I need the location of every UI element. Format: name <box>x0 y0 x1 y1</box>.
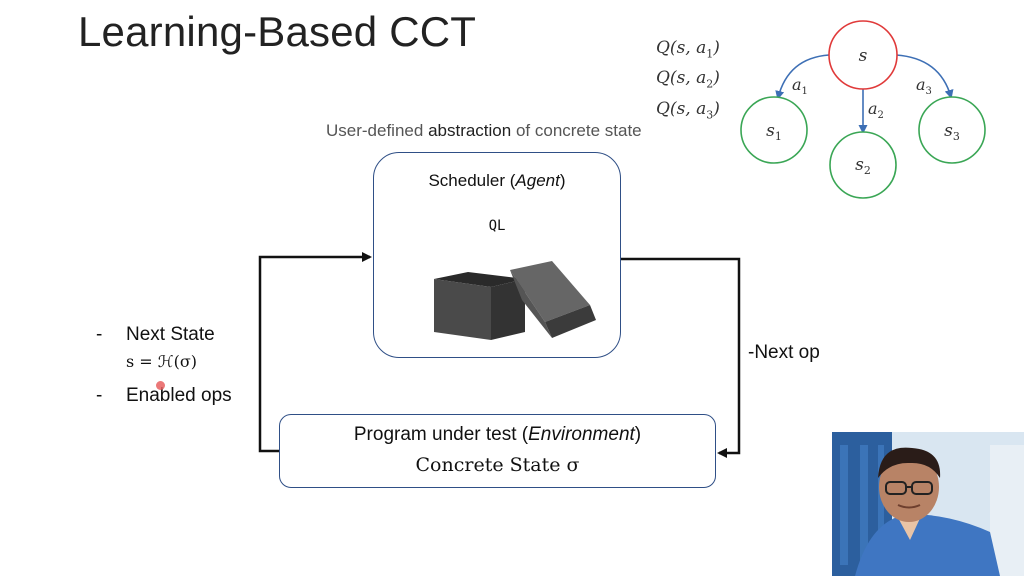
loop-arrow-to-scheduler <box>258 252 372 453</box>
program-label-environment: Environment <box>528 424 635 445</box>
scheduler-label: Scheduler (Agent) <box>373 171 621 191</box>
bullet-next-state: - Next State <box>96 324 215 346</box>
abstraction-caption: User-defined abstraction of concrete sta… <box>326 121 642 141</box>
tree-node-s2 <box>829 131 897 199</box>
tree-root-label: s <box>859 46 868 66</box>
bullet-enabled-ops: - Enabled ops <box>96 385 232 407</box>
q-values-list: Q(s, a1) Q(s, a2) Q(s, a3) <box>656 36 720 127</box>
laser-pointer-dot <box>156 381 165 390</box>
bullet-dash: - <box>96 385 103 406</box>
action-a1-label: a1 <box>792 75 808 97</box>
program-box <box>279 414 716 488</box>
webcam-feed <box>832 432 1024 576</box>
open-box-icon <box>434 261 596 340</box>
next-op-label: -Next op <box>748 342 820 363</box>
action-a3-label: a3 <box>916 75 932 97</box>
scheduler-label-close: ) <box>559 171 566 190</box>
program-label-text: Program under test ( <box>353 424 529 445</box>
edge-a3 <box>895 54 954 99</box>
slide-title: Learning-Based CCT <box>78 8 477 55</box>
algorithm-label: QL <box>488 218 506 234</box>
abstraction-prefix: User-defined <box>326 121 429 140</box>
state-formula: s = ℋ(σ) <box>126 352 198 371</box>
abstraction-suffix: of concrete state <box>511 121 642 140</box>
abstraction-keyword: abstraction <box>428 121 512 140</box>
program-label-close: ) <box>634 424 642 445</box>
q-value-3: Q(s, a3) <box>656 98 720 122</box>
tree-node-s3 <box>918 96 986 164</box>
bullet-label: Enabled ops <box>126 385 232 406</box>
concrete-state-label: Concrete State σ <box>415 454 580 476</box>
tree-node-root <box>828 20 898 90</box>
q-value-1: Q(s, a1) <box>656 38 720 61</box>
scheduler-label-text: Scheduler ( <box>428 171 516 190</box>
scheduler-label-agent: Agent <box>515 171 560 190</box>
tree-node-s1 <box>740 96 808 164</box>
scheduler-box <box>373 152 621 358</box>
action-a2-label: a2 <box>868 99 884 121</box>
bullet-label: Next State <box>126 324 215 345</box>
bullet-dash: - <box>96 324 103 345</box>
edge-a1 <box>775 54 830 100</box>
loop-arrow-to-program <box>621 257 741 458</box>
program-label: Program under test (Environment) <box>279 424 716 446</box>
q-value-2: Q(s, a2) <box>656 68 720 91</box>
